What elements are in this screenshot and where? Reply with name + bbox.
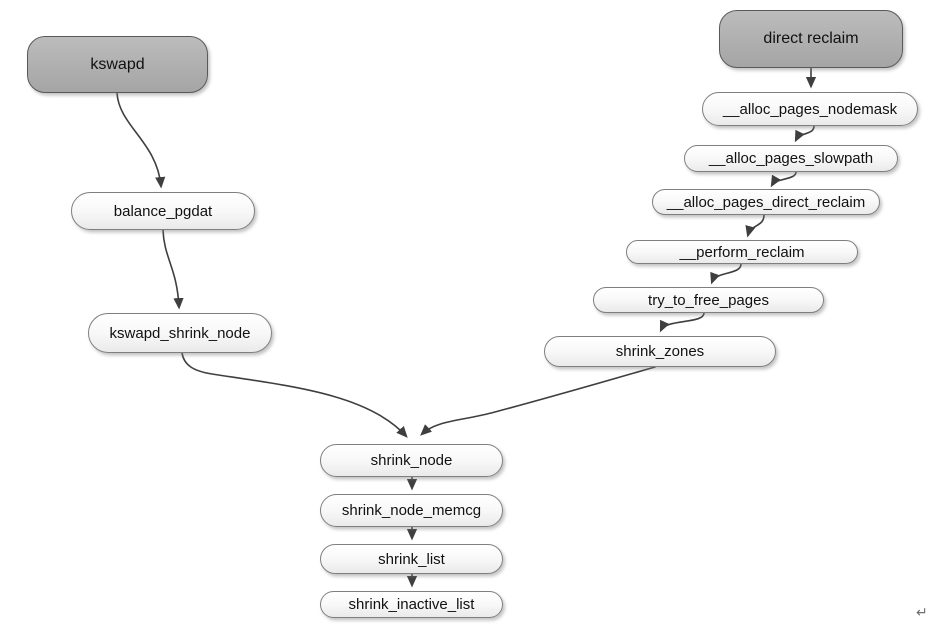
node-try-to-free-pages: try_to_free_pages (593, 287, 824, 313)
edge-alloc_pages_slowpath-alloc_pages_direct_reclaim (770, 171, 797, 188)
node-label: shrink_node (370, 452, 453, 469)
edge-perform_reclaim-try_to_free_pages (710, 263, 742, 285)
node-direct-reclaim: direct reclaim (719, 10, 903, 68)
node-label: try_to_free_pages (648, 291, 769, 309)
node-alloc-pages-nodemask: __alloc_pages_nodemask (702, 92, 918, 126)
node-shrink-node-memcg: shrink_node_memcg (320, 494, 503, 527)
paragraph-return-mark: ↵ (916, 604, 928, 620)
node-label: __alloc_pages_nodemask (722, 100, 898, 118)
node-label: __alloc_pages_slowpath (708, 150, 874, 167)
node-shrink-list: shrink_list (320, 544, 503, 574)
node-balance-pgdat: balance_pgdat (71, 192, 255, 230)
node-label: shrink_node_memcg (341, 502, 482, 519)
node-label: direct reclaim (763, 30, 859, 47)
node-alloc-pages-slowpath: __alloc_pages_slowpath (684, 145, 898, 172)
node-shrink-inactive-list: shrink_inactive_list (320, 591, 503, 618)
node-label: kswapd (90, 55, 145, 73)
node-label: kswapd_shrink_node (109, 324, 251, 342)
edge-kswapd_shrink_node-shrink_node (181, 352, 408, 438)
node-label: __alloc_pages_direct_reclaim (666, 193, 866, 211)
node-alloc-pages-direct-reclaim: __alloc_pages_direct_reclaim (652, 189, 880, 215)
node-shrink-node: shrink_node (320, 444, 503, 477)
edge-kswapd-balance_pgdat (116, 92, 166, 189)
edge-alloc_pages_nodemask-alloc_pages_slowpath (794, 125, 815, 143)
node-label: shrink_inactive_list (348, 596, 475, 613)
node-perform-reclaim: __perform_reclaim (626, 240, 858, 264)
node-shrink-zones: shrink_zones (544, 336, 776, 367)
edge-alloc_pages_direct_reclaim-perform_reclaim (745, 214, 765, 238)
edge-try_to_free_pages-shrink_zones (659, 312, 705, 333)
node-kswapd-shrink-node: kswapd_shrink_node (88, 313, 272, 353)
edge-shrink_zones-shrink_node (420, 366, 656, 436)
node-label: shrink_zones (615, 343, 705, 360)
node-label: balance_pgdat (113, 202, 213, 220)
edge-balance_pgdat-kswapd_shrink_node (162, 229, 184, 310)
node-kswapd: kswapd (27, 36, 208, 93)
node-label: shrink_list (378, 550, 445, 568)
node-label: __perform_reclaim (679, 243, 805, 261)
